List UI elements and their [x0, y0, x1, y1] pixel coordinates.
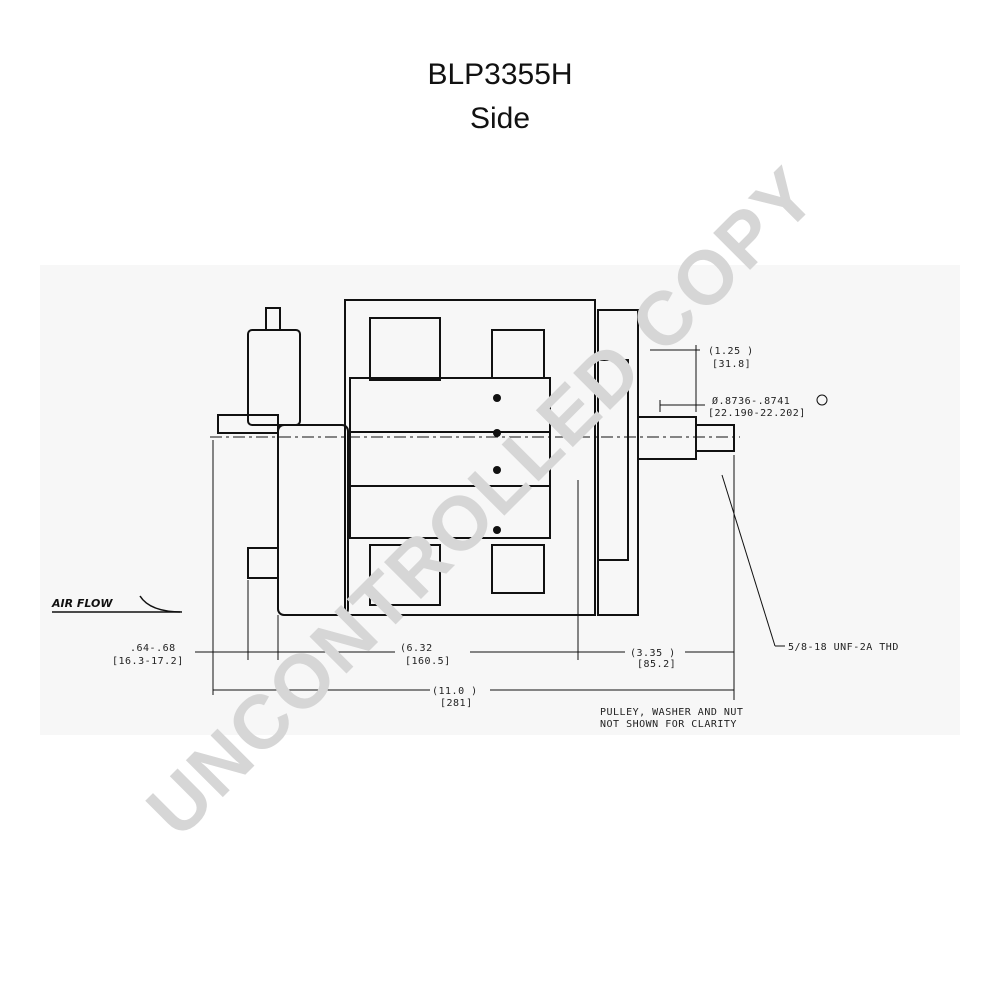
bolt-holes: [493, 394, 501, 534]
stator-core: [349, 377, 551, 539]
upper-rectifier: [369, 317, 441, 381]
ground-stud: [247, 547, 279, 579]
dim-335-mm: [85.2]: [637, 659, 676, 670]
upper-mount-block: [491, 329, 545, 379]
dim-110-mm: [281]: [440, 698, 473, 709]
alternator-body: [217, 299, 735, 616]
air-flow-label: AIR FLOW: [51, 597, 113, 610]
lower-rectifier: [369, 544, 441, 606]
dim-110-in: (11.0 ): [432, 686, 478, 697]
dim-diameter-in: Ø.8736-.8741: [712, 395, 790, 407]
dim-diameter-mm: [22.190-22.202]: [708, 408, 806, 419]
dim-632-mm: [160.5]: [405, 656, 451, 667]
tolerance-symbol-icon: [816, 394, 828, 406]
dim-064-mm: [16.3-17.2]: [112, 656, 184, 667]
view-subtitle: Side: [469, 102, 531, 135]
rear-housing: [277, 424, 349, 616]
note-line-2: NOT SHOWN FOR CLARITY: [600, 719, 737, 730]
shaft-thread: [695, 424, 735, 452]
scan-background: [40, 265, 960, 735]
dim-125-mm: [31.8]: [712, 359, 751, 370]
fan: [597, 359, 629, 561]
dim-064-in: .64-.68: [130, 643, 176, 654]
note-line-1: PULLEY, WASHER AND NUT: [600, 707, 743, 718]
output-stud: [217, 414, 279, 434]
dim-335-in: (3.35 ): [630, 648, 676, 659]
part-number-title: BLP3355H: [427, 58, 573, 91]
dim-125-in: (1.25 ): [708, 346, 754, 357]
lower-mount-block: [491, 544, 545, 594]
air-flow-indicator: AIR FLOW: [51, 595, 183, 613]
stator-housing: [344, 299, 596, 616]
dim-632-in: (6.32: [400, 643, 433, 654]
dimension-lines: [195, 349, 785, 691]
thread-spec: 5/8-18 UNF-2A THD: [788, 642, 899, 653]
regulator-terminal: [265, 307, 281, 331]
